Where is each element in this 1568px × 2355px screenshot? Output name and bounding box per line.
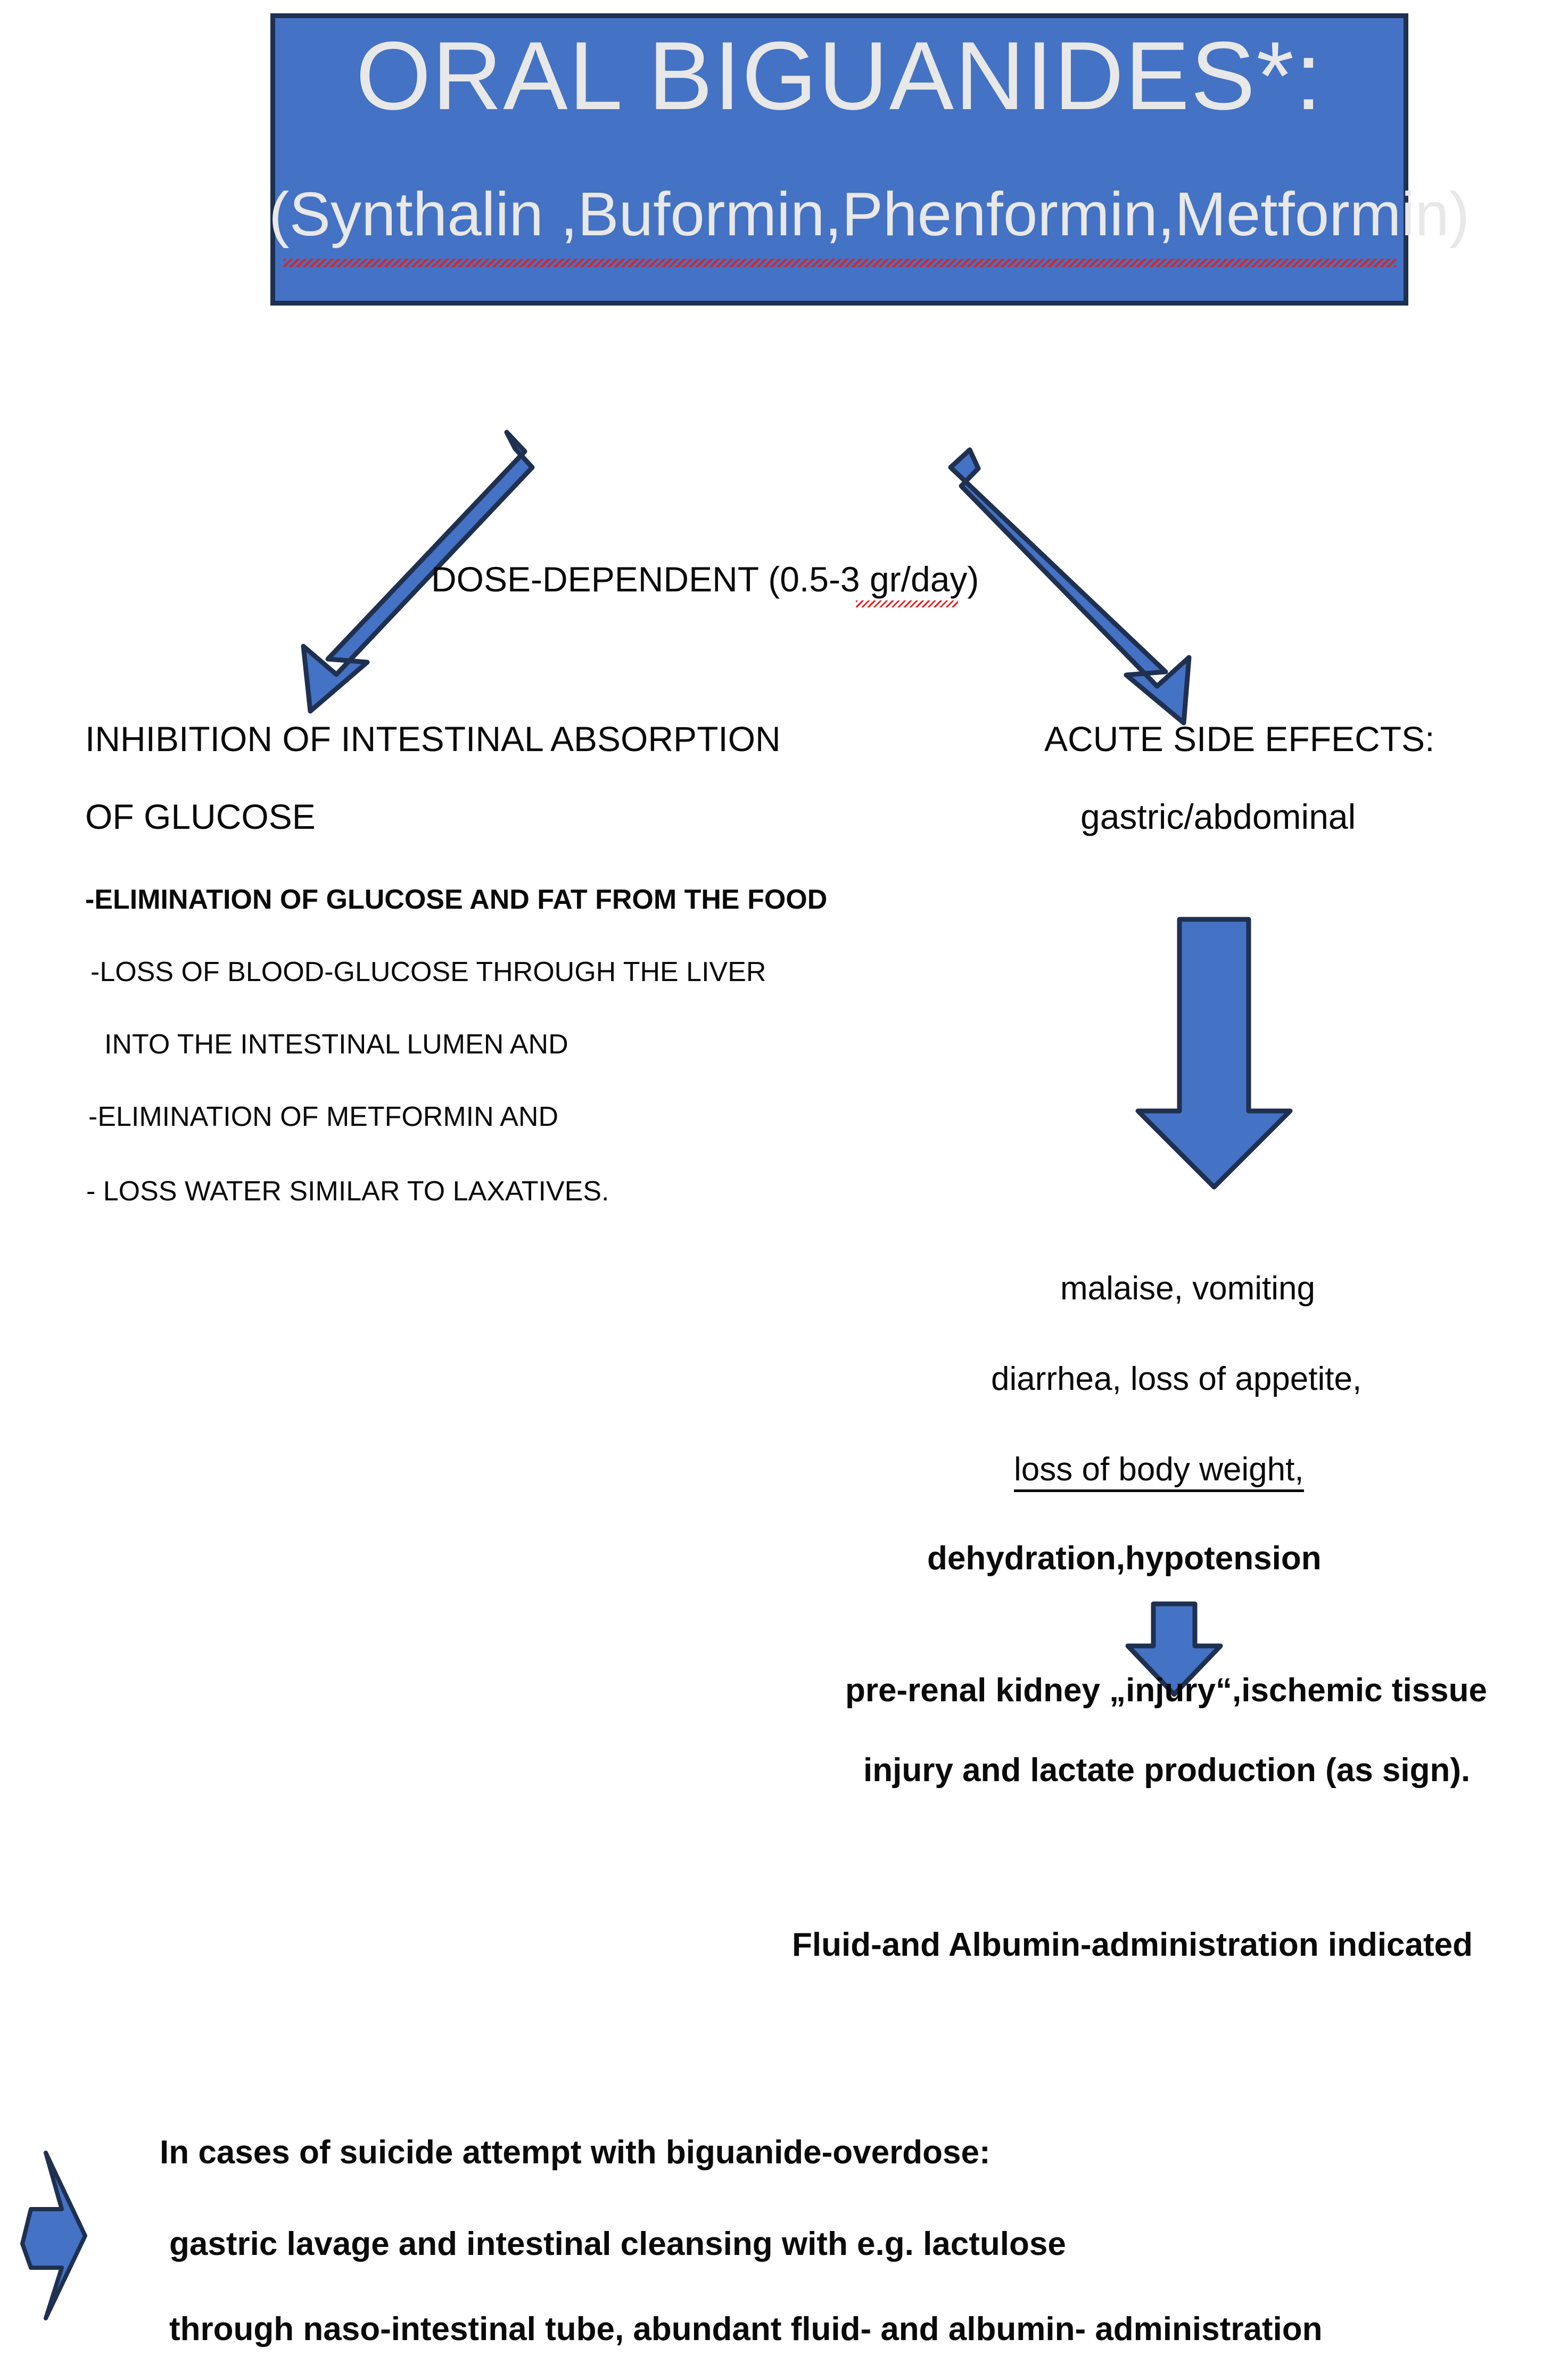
spellcheck-squiggle-grday [856,600,958,607]
outcome-line-1: pre-renal kidney „injury“,ischemic tissu… [845,1672,1488,1709]
treatment-line: Fluid-and Albumin-administration indicat… [792,1926,1473,1963]
left-branch-item-2: -LOSS OF BLOOD-GLUCOSE THROUGH THE LIVER [90,957,766,987]
page-title: ORAL BIGUANIDES*: [356,21,1323,130]
left-branch-item-1: -ELIMINATION OF GLUCOSE AND FAT FROM THE… [85,884,828,915]
arrow-diagonal-right [948,447,1192,726]
title-banner: ORAL BIGUANIDES*: (Synthalin ,Buformin,P… [269,13,1470,306]
left-branch-item-5: - LOSS WATER SIMILAR TO LAXATIVES. [86,1176,609,1207]
arrow-down-large [1135,917,1293,1190]
symptom-1: malaise, vomiting [1060,1270,1315,1307]
left-branch-item-3: INTO THE INTESTINAL LUMEN AND [104,1029,568,1060]
symptom-4: dehydration,hypotension [927,1540,1322,1577]
arrow-pointer-bottom-left [20,2151,87,2320]
left-branch-item-4: -ELIMINATION OF METFORMIN AND [88,1101,559,1132]
left-branch-heading-line1: INHIBITION OF INTESTINAL ABSORPTION [85,719,781,759]
overdose-line-1: gastric lavage and intestinal cleansing … [169,2226,1066,2262]
symptom-3: loss of body weight, [1014,1451,1304,1492]
overdose-line-2: through naso-intestinal tube, abundant f… [169,2311,1323,2348]
right-branch-subheading: gastric/abdominal [1080,797,1356,836]
right-branch-heading: ACUTE SIDE EFFECTS: [1044,719,1435,759]
overdose-heading: In cases of suicide attempt with biguani… [160,2134,991,2171]
outcome-line-2: injury and lactate production (as sign). [863,1752,1471,1789]
left-branch-heading-line2: OF GLUCOSE [85,797,316,836]
spellcheck-squiggle-title [284,259,1396,267]
title-subtitle-drugs: (Synthalin ,Buformin,Phenformin,Metformi… [269,179,1470,249]
symptom-2: diarrhea, loss of appetite, [991,1361,1362,1397]
dose-dependent-label: DOSE-DEPENDENT (0.5-3 gr/day) [431,559,979,599]
